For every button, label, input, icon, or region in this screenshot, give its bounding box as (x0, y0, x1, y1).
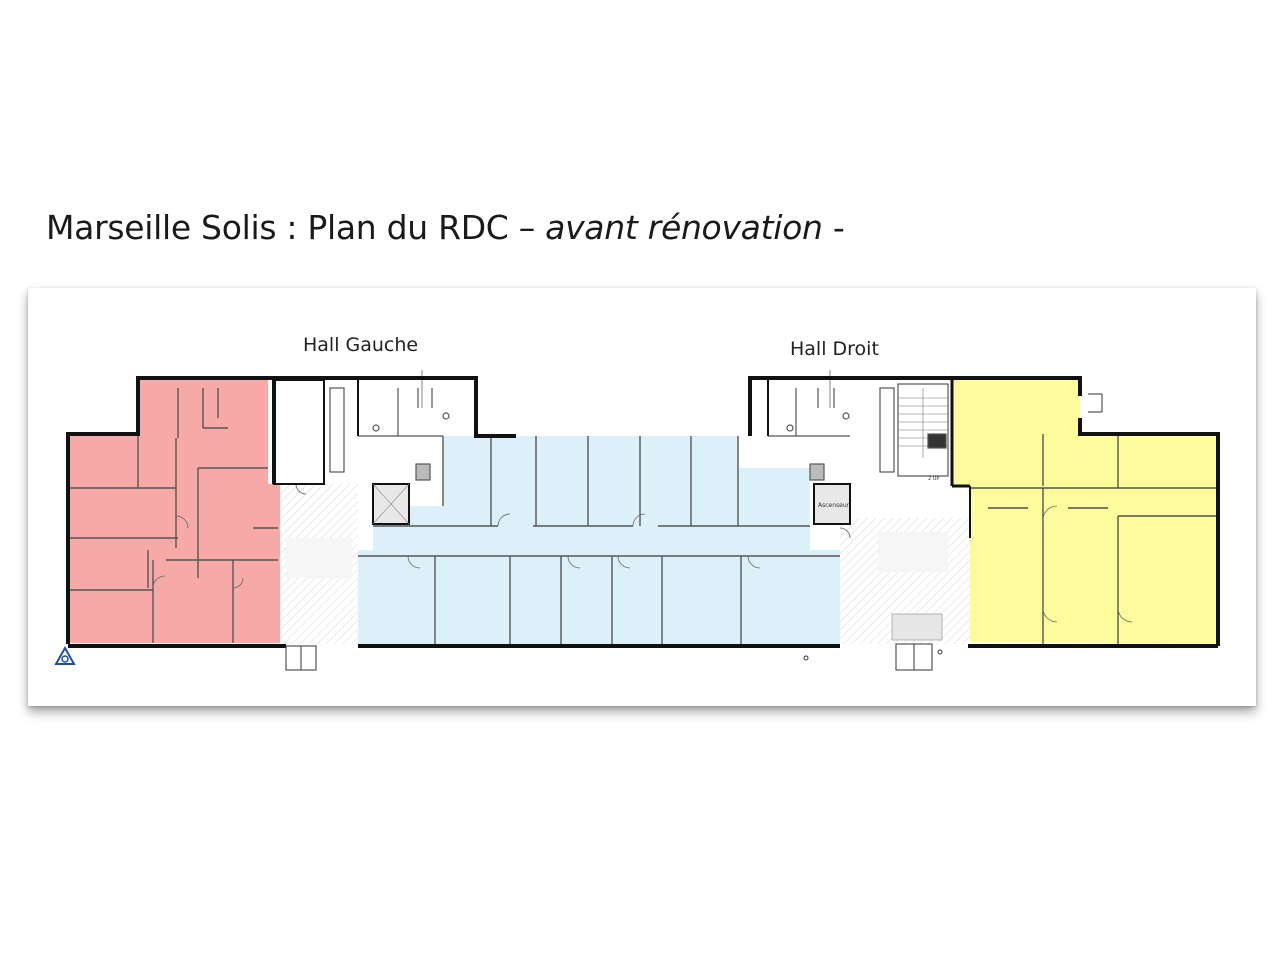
floor-plan: Hall Gauche Hall Droit Ascenseur 2 UP (28, 288, 1256, 706)
service-core-right (768, 370, 949, 525)
hall-left-open (286, 538, 352, 578)
door-swings (152, 483, 1133, 623)
west-wing-zone (68, 380, 280, 643)
elevator-right (813, 483, 851, 525)
core-left-shaft (329, 387, 345, 473)
title-italic: avant rénovation (545, 208, 823, 247)
interior-partitions (68, 388, 1216, 644)
stair-note: 2 UP (928, 476, 940, 482)
slide-title: Marseille Solis : Plan du RDC – avant ré… (46, 208, 845, 247)
window-ticks (1088, 393, 1103, 413)
hall-right-open (878, 532, 948, 572)
title-suffix: - (832, 208, 845, 247)
hall-droit-label: Hall Droit (790, 338, 879, 360)
exterior-walls (66, 376, 1220, 648)
elevator-label: Ascenseur (818, 502, 850, 509)
core-left-void (273, 379, 325, 485)
entrance-doors (285, 643, 943, 671)
central-offices-zone (358, 436, 840, 644)
core-right-shaft (879, 387, 895, 473)
compass-icon (54, 645, 76, 665)
title-main: Marseille Solis : Plan du RDC – (46, 208, 535, 247)
circulation-areas (278, 484, 970, 644)
east-wing-zone (952, 380, 1216, 644)
floor-plan-drawing (54, 370, 1220, 671)
hall-gauche-label: Hall Gauche (303, 334, 419, 356)
hall-right-mat (891, 613, 943, 641)
